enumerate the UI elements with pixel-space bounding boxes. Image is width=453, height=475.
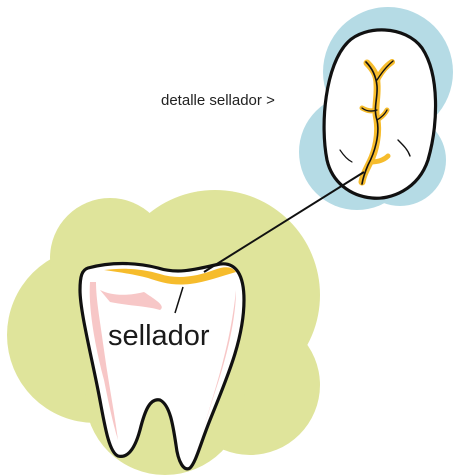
detail-label: detalle sellador > xyxy=(161,92,275,109)
sellador-label: sellador xyxy=(108,320,210,352)
detail-tooth-outline xyxy=(324,30,435,198)
detail-tooth-view xyxy=(324,30,435,198)
